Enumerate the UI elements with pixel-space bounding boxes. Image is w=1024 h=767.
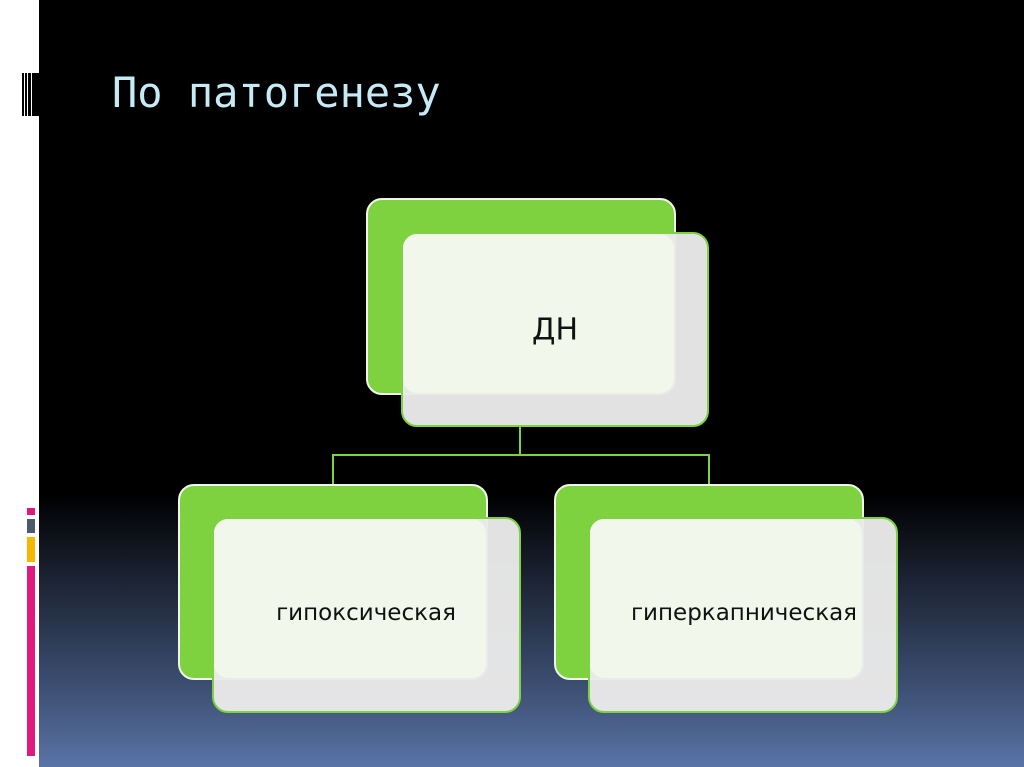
- slide-title: По патогенезу: [112, 68, 441, 117]
- decorative-stripe: [28, 73, 31, 116]
- node-label-hypercapnic: гиперкапническая: [630, 600, 858, 626]
- connector-right-vertical: [708, 454, 710, 486]
- decorative-stripe: [32, 73, 39, 116]
- decorative-stripe: [22, 73, 24, 116]
- node-overlap-area: [590, 519, 862, 678]
- connector-root-vertical: [519, 426, 521, 456]
- accent-bar-magenta-small: [27, 508, 35, 515]
- connector-horizontal: [332, 454, 710, 456]
- accent-bar-yellow: [27, 537, 35, 562]
- node-label-root: ДН: [532, 312, 578, 348]
- node-overlap-area: [214, 519, 486, 678]
- node-label-hypoxic: гипоксическая: [276, 600, 456, 626]
- accent-bar-magenta-long: [27, 566, 35, 756]
- accent-bar-gray: [27, 519, 35, 533]
- node-overlap-area: [403, 234, 674, 393]
- connector-left-vertical: [332, 454, 334, 486]
- decorative-stripe: [25, 73, 27, 116]
